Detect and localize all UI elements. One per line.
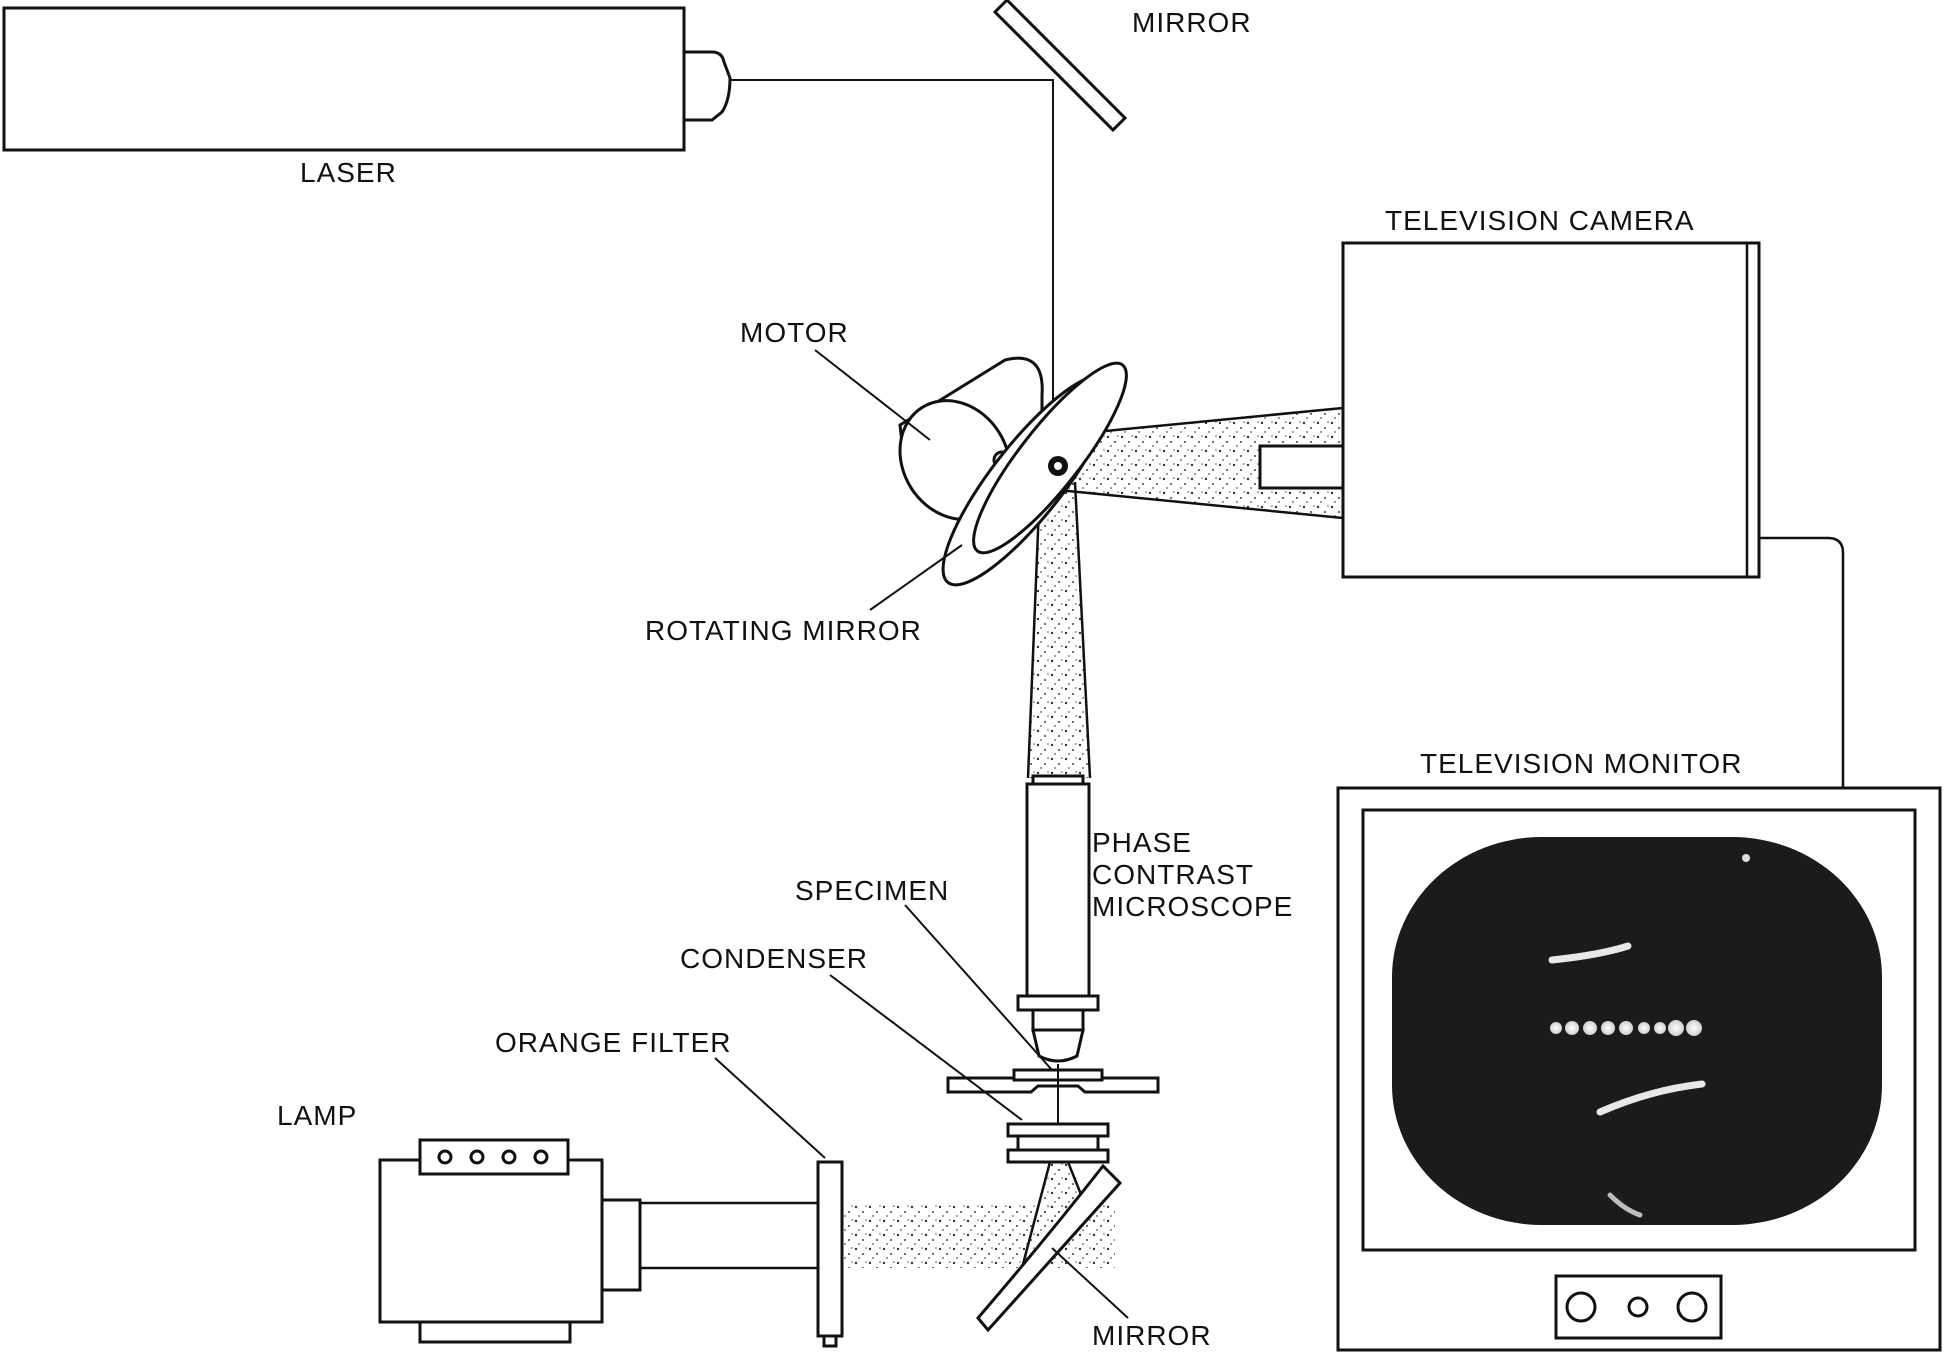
rotating-mirror-leader <box>869 544 963 611</box>
rotating-mirror-label: ROTATING MIRROR <box>645 615 922 646</box>
laser-beam <box>730 79 1054 425</box>
rotating-mirror <box>941 361 1128 587</box>
condenser-label: CONDENSER <box>680 943 868 974</box>
motor-leader <box>814 349 931 441</box>
orange-filter <box>816 1160 844 1348</box>
specimen-leader <box>904 904 1053 1071</box>
lamp-label: LAMP <box>277 1100 357 1131</box>
orange-filter-leader <box>714 1057 826 1159</box>
monitor-screen <box>1392 837 1882 1225</box>
orange-filter-label: ORANGE FILTER <box>495 1027 732 1058</box>
condenser-leader <box>829 974 1023 1121</box>
specimen-label: SPECIMEN <box>795 875 949 906</box>
laser-label: LASER <box>300 157 397 188</box>
mirror-bottom-leader <box>1051 1247 1129 1319</box>
mirror-top <box>992 0 1128 133</box>
television-monitor-label: TELEVISION MONITOR <box>1420 748 1742 779</box>
camera-light-path <box>1058 408 1343 518</box>
mirror-top-label: MIRROR <box>1132 7 1252 38</box>
lamp <box>378 1138 818 1344</box>
microscope-light-path <box>1028 482 1090 778</box>
motor-label: MOTOR <box>740 317 849 348</box>
microscope-label-line3: MICROSCOPE <box>1092 891 1293 922</box>
phase-contrast-microscope <box>1016 774 1100 1063</box>
mirror-bottom-label: MIRROR <box>1092 1320 1212 1351</box>
television-camera-label: TELEVISION CAMERA <box>1385 205 1695 236</box>
television-camera <box>1258 241 1845 788</box>
mirror-bottom <box>976 1163 1123 1333</box>
condenser <box>1006 1122 1110 1164</box>
chromosome-dots <box>1550 1020 1702 1036</box>
microscope-label-line1: PHASE <box>1092 827 1192 858</box>
microscope-label-line2: CONTRAST <box>1092 859 1254 890</box>
laser <box>2 6 732 152</box>
